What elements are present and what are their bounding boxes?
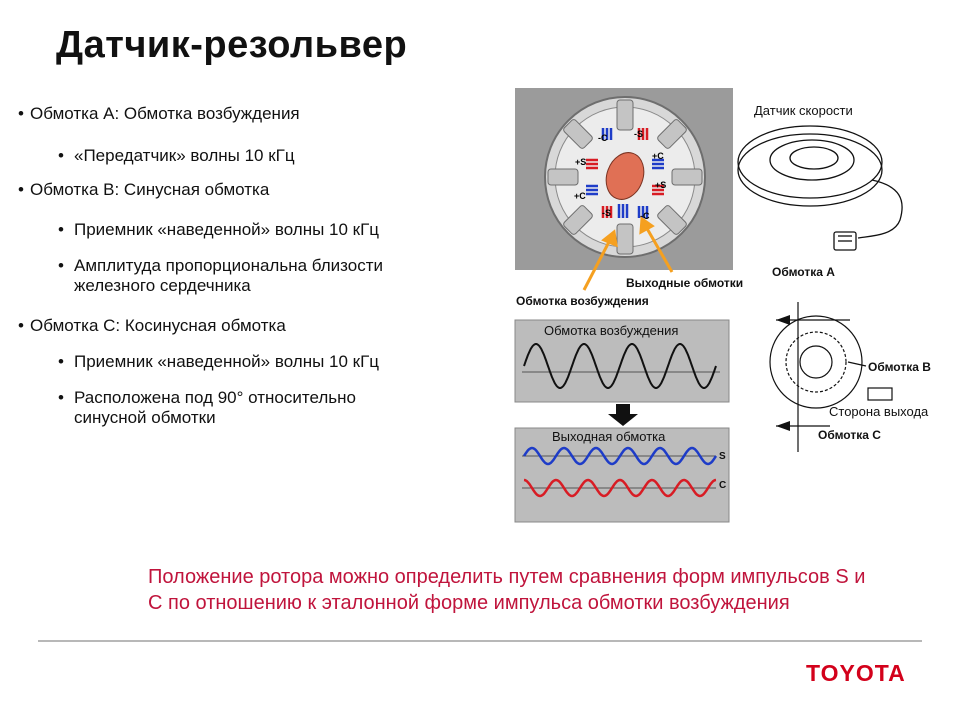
- coil-marks: -C -S +S +C +C +S -S -C: [574, 129, 666, 221]
- speed-sensor-drawing: [737, 125, 903, 251]
- cross-section-outer: [769, 315, 863, 409]
- output-terminal: [867, 387, 893, 401]
- stator-teeth: [547, 99, 703, 255]
- coil-mark: +C: [574, 191, 586, 201]
- arrow-head: [639, 216, 655, 235]
- coil-mark: +S: [575, 157, 586, 167]
- coil: [617, 204, 629, 218]
- coils: [586, 128, 664, 218]
- output-wave-panel: [514, 427, 730, 523]
- coil: [652, 158, 664, 170]
- label-winding-a: Обмотка А: [772, 265, 835, 279]
- sine-s-wave: [522, 446, 718, 466]
- cross-section-middle: [785, 331, 847, 393]
- stator-tooth: [671, 168, 703, 186]
- wave-label-output: Выходная обмотка: [552, 429, 666, 444]
- bullet-winding-b: •Обмотка В: Синусная обмотка: [18, 180, 270, 199]
- label-winding-c: Обмотка С: [818, 428, 881, 442]
- bullet-winding-c-receiver: •Приемник «наведенной» волны 10 кГц: [58, 352, 380, 371]
- label-speed-sensor: Датчик скорости: [754, 103, 853, 118]
- coil: [637, 128, 649, 140]
- label-winding-b: Обмотка В: [868, 360, 931, 374]
- sensor-outer-ring-lower: [737, 133, 883, 207]
- coil-mark: -C: [598, 133, 608, 143]
- toyota-logo: TOYOTA: [806, 660, 906, 686]
- coil-mark: -S: [634, 129, 643, 139]
- coil-mark: +S: [655, 180, 666, 190]
- conclusion-caption: Положение ротора можно определить путем …: [148, 566, 866, 614]
- coil: [652, 184, 664, 196]
- stator-tooth: [563, 119, 593, 149]
- label-excitation-winding: Обмотка возбуждения: [516, 294, 649, 308]
- stator-tooth: [616, 223, 634, 255]
- coil: [586, 184, 598, 196]
- bullet-text: «Передатчик» волны 10 кГц: [74, 146, 295, 165]
- stator-tooth: [657, 119, 687, 149]
- sine-c-wave: [523, 478, 717, 498]
- bullet-winding-a-transmitter: •«Передатчик» волны 10 кГц: [58, 146, 295, 165]
- down-arrow-icon: [608, 404, 638, 426]
- bullet-winding-b-receiver: •Приемник «наведенной» волны 10 кГц: [58, 220, 380, 239]
- coil-mark: -S: [602, 208, 611, 218]
- bullet-text: Обмотка В: Синусная обмотка: [30, 180, 270, 199]
- stator-tooth: [547, 168, 579, 186]
- coil-mark: +C: [652, 151, 664, 161]
- label-output-side: Сторона выхода: [829, 404, 929, 419]
- leader-line: [847, 361, 867, 367]
- coil: [601, 206, 613, 218]
- coil-mark: -C: [640, 211, 650, 221]
- bullet-text: Обмотка А: Обмотка возбуждения: [30, 104, 300, 123]
- sensor-connector: [833, 231, 857, 251]
- bullet-winding-c-position: •Расположена под 90° относительно синусн…: [58, 388, 356, 427]
- stator-tooth: [657, 205, 687, 235]
- sensor-middle-ring: [769, 139, 855, 181]
- bullet-winding-c: •Обмотка С: Косинусная обмотка: [18, 316, 286, 335]
- arrow-to-output: [643, 224, 674, 273]
- footer-divider: [38, 640, 922, 642]
- rotor: [605, 152, 645, 200]
- arrow-head: [776, 315, 790, 325]
- wave-label-excitation: Обмотка возбуждения: [544, 323, 679, 338]
- stator-tooth: [563, 205, 593, 235]
- sensor-inner-ring: [789, 146, 839, 170]
- label-output-windings: Выходные обмотки: [626, 276, 744, 290]
- bullet-text: Обмотка С: Косинусная обмотка: [30, 316, 286, 335]
- sensor-cable: [857, 179, 903, 239]
- bullet-text: Приемник «наведенной» волны 10 кГц: [74, 352, 380, 371]
- page-title: Датчик-резольвер: [56, 24, 408, 66]
- bullet-text: Приемник «наведенной» волны 10 кГц: [74, 220, 380, 239]
- wave-label-c: C: [719, 480, 727, 491]
- arrow-head: [601, 229, 618, 248]
- wave-label-s: S: [719, 451, 726, 462]
- bullet-winding-a: •Обмотка А: Обмотка возбуждения: [18, 104, 300, 123]
- arrow-head: [776, 421, 790, 431]
- sensor-outer-ring: [737, 125, 883, 199]
- arrow-to-excitation: [582, 237, 613, 291]
- coil: [601, 128, 613, 140]
- bullet-text: Амплитуда пропорциональна близости желез…: [74, 256, 383, 295]
- orange-arrows: [582, 216, 674, 291]
- bullet-winding-b-amplitude: •Амплитуда пропорциональна близости желе…: [58, 256, 383, 295]
- coil: [586, 158, 598, 170]
- excitation-wave: [523, 343, 717, 389]
- bullet-text: Расположена под 90° относительно синусно…: [74, 388, 356, 427]
- cross-section-inner: [799, 345, 833, 379]
- stator-tooth: [616, 99, 634, 131]
- coil: [637, 206, 649, 218]
